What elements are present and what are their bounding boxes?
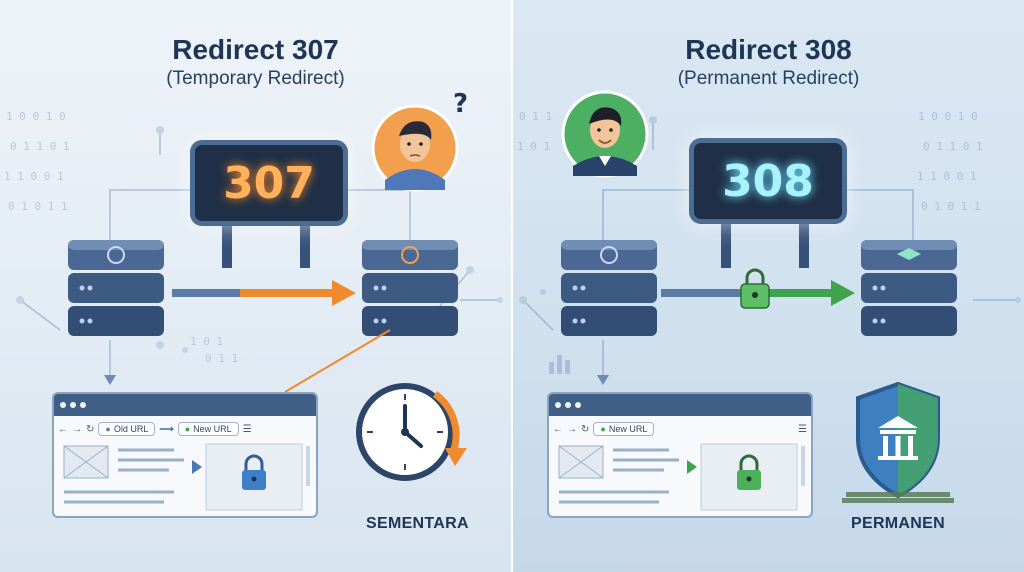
window-dot-icon [565, 402, 571, 408]
mini-bar-chart-icon [549, 355, 570, 374]
permanent-redirect-panel: 1 0 0 1 0 0 1 1 0 1 1 1 0 0 1 0 1 0 1 1 0 1… [513, 0, 1024, 572]
network-nodes [519, 116, 1021, 304]
temporary-redirect-panel: 1 0 0 1 0 0 1 1 0 1 1 1 0 0 1 0 1 0 1 1 1 0… [0, 0, 511, 572]
new-url-bar[interactable]: ● New URL [593, 422, 655, 436]
window-dot-icon [70, 402, 76, 408]
secure-lock-icon [740, 268, 770, 309]
permanent-label: PERMANEN [851, 515, 945, 532]
reload-icon[interactable]: ↻ [86, 423, 95, 435]
browser-title-bar [54, 394, 316, 416]
svg-text:1 0 0 1 0: 1 0 0 1 0 [918, 110, 978, 123]
browser-url-row: ← → ↻ ● New URL ☰ [553, 420, 807, 438]
browser-content [558, 443, 805, 511]
svg-text:0 1 1 0 1: 0 1 1 0 1 [10, 140, 70, 153]
permanent-redirect-subtitle: (Permanent Redirect) [677, 68, 860, 89]
binary-decoration: 1 0 0 1 0 0 1 1 0 1 1 1 0 0 1 0 1 0 1 1 1 0… [4, 110, 238, 365]
temporary-browser-window: ← → ↻ ● Old URL ⟶ ● New URL ☰ [52, 392, 318, 518]
network-lines [522, 120, 1018, 380]
svg-text:0 1 0 1 1: 0 1 0 1 1 [921, 200, 981, 213]
temporary-redirect-title: Redirect 307 [172, 34, 339, 65]
clock-icon [356, 383, 467, 481]
window-dot-icon [60, 402, 66, 408]
sign-post [721, 218, 809, 268]
source-server-icon [561, 240, 657, 336]
temporary-label: SEMENTARA [366, 515, 469, 532]
svg-text:0 1 0 1 1: 0 1 0 1 1 [8, 200, 68, 213]
permanent-browser-window: ← → ↻ ● New URL ☰ [547, 392, 813, 518]
temporary-scene-graphics: 1 0 0 1 0 0 1 1 0 1 1 1 0 0 1 0 1 0 1 1 1 0… [4, 89, 503, 481]
new-url-text: New URL [608, 424, 648, 434]
redirect-arrow-icon: ⟶ [159, 423, 174, 435]
shield-bank-icon [842, 381, 954, 503]
temporary-redirect-subtitle: (Temporary Redirect) [166, 68, 345, 89]
menu-icon[interactable]: ☰ [798, 423, 807, 435]
window-dot-icon [555, 402, 561, 408]
binary-decoration: 1 0 0 1 0 0 1 1 0 1 1 1 0 0 1 0 1 0 1 1 0 1… [517, 110, 983, 213]
permanent-redirect-title: Redirect 308 [685, 34, 852, 65]
happy-person-avatar [561, 90, 649, 178]
temporary-redirect-arrow [172, 280, 356, 306]
status-code-sign-307: 307 [190, 140, 348, 226]
down-arrow-icon [597, 375, 609, 385]
svg-text:1 1 0 0 1: 1 1 0 0 1 [4, 170, 64, 183]
text-lines [64, 448, 184, 504]
browser-content [63, 443, 310, 511]
sign-post [222, 218, 310, 268]
old-url-bar[interactable]: ● Old URL [98, 422, 156, 436]
forward-arrow-icon[interactable]: → [567, 423, 577, 435]
new-url-bar[interactable]: ● New URL [177, 422, 239, 436]
redirect-link-line [284, 329, 391, 393]
svg-text:0 1 1: 0 1 1 [205, 352, 238, 365]
play-arrow-icon [192, 460, 202, 474]
svg-text:1 0 1: 1 0 1 [190, 335, 223, 348]
svg-text:1 1 0 0 1: 1 1 0 0 1 [917, 170, 977, 183]
svg-text:1 0 0 1 0: 1 0 0 1 0 [6, 110, 66, 123]
status-code-sign-308: 308 [689, 138, 847, 224]
svg-text:?: ? [453, 89, 468, 119]
browser-title-bar [549, 394, 811, 416]
lock-icon: ● [184, 424, 191, 434]
reload-icon[interactable]: ↻ [581, 423, 590, 435]
network-nodes [16, 126, 503, 353]
svg-text:1 0 1: 1 0 1 [517, 140, 550, 153]
lock-icon: ● [105, 424, 111, 434]
svg-text:0 1 1: 0 1 1 [519, 110, 552, 123]
padlock-icon [242, 454, 266, 490]
browser-url-row: ← → ↻ ● Old URL ⟶ ● New URL ☰ [58, 420, 312, 438]
destination-server-icon [861, 240, 957, 336]
confused-person-avatar: ? [371, 89, 468, 192]
lock-icon: ● [600, 424, 606, 434]
source-server-icon [68, 240, 164, 336]
window-dot-icon [575, 402, 581, 408]
permanent-scene-graphics: 1 0 0 1 0 0 1 1 0 1 1 1 0 0 1 0 1 0 1 1 0 1… [517, 90, 1021, 503]
back-arrow-icon[interactable]: ← [553, 423, 563, 435]
svg-text:0 1 1 0 1: 0 1 1 0 1 [923, 140, 983, 153]
play-arrow-icon [687, 460, 697, 474]
new-url-text: New URL [193, 424, 232, 434]
window-dot-icon [80, 402, 86, 408]
destination-server-icon [362, 240, 458, 336]
panel-divider [511, 0, 513, 572]
text-lines [559, 448, 679, 504]
menu-icon[interactable]: ☰ [242, 423, 252, 435]
down-arrow-icon [104, 375, 116, 385]
padlock-icon [737, 454, 761, 490]
back-arrow-icon[interactable]: ← [58, 423, 68, 435]
old-url-text: Old URL [113, 424, 149, 434]
forward-arrow-icon[interactable]: → [72, 423, 82, 435]
